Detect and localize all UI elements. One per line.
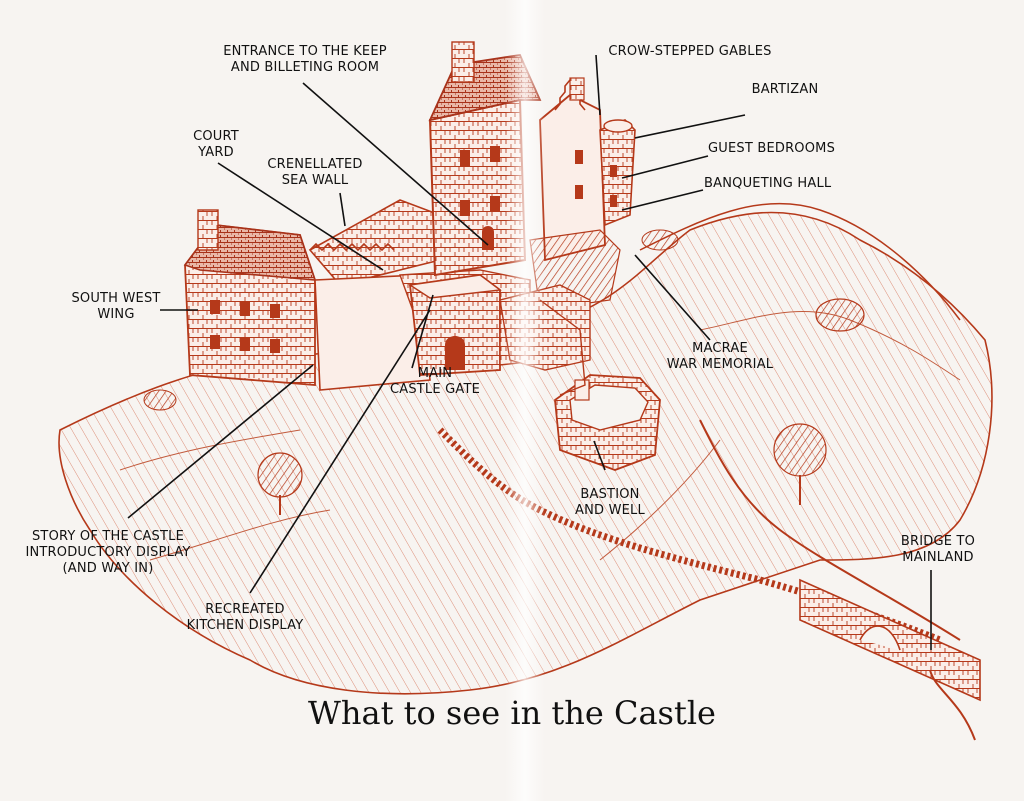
- label-kitchen: RECREATED KITCHEN DISPLAY: [186, 602, 304, 633]
- leader-guest-bedrooms: [621, 155, 709, 179]
- page-title: What to see in the Castle: [308, 694, 716, 732]
- leader-banqueting-hall: [621, 189, 704, 211]
- leader-court-yard: [217, 162, 384, 271]
- label-guest-bedrooms: GUEST BEDROOMS: [708, 141, 836, 156]
- label-bridge: BRIDGE TO MAINLAND: [900, 534, 976, 565]
- label-south-west-wing: SOUTH WEST WING: [71, 291, 161, 322]
- label-gables: CROW-STEPPED GABLES: [608, 44, 772, 59]
- label-court-yard: COURT YARD: [193, 129, 239, 160]
- leader-gables: [595, 54, 601, 116]
- leader-story: [127, 364, 314, 519]
- leader-bartizan: [634, 114, 746, 139]
- castle-keep: [428, 41, 542, 277]
- label-sea-wall: CRENELLATED SEA WALL: [267, 157, 363, 188]
- leader-kitchen: [249, 309, 431, 594]
- label-bartizan: BARTIZAN: [751, 82, 819, 97]
- leader-bastion: [593, 440, 606, 471]
- label-story: STORY OF THE CASTLE INTRODUCTORY DISPLAY…: [25, 529, 191, 576]
- east-tower: [529, 77, 636, 311]
- label-banqueting-hall: BANQUETING HALL: [704, 176, 832, 191]
- label-entrance: ENTRANCE TO THE KEEP AND BILLETING ROOM: [223, 44, 387, 75]
- label-main-gate: MAIN CASTLE GATE: [389, 366, 481, 397]
- bridge: [799, 578, 981, 741]
- leader-lines: [127, 54, 932, 650]
- south-west-wing: [183, 209, 317, 386]
- leader-main-gate: [411, 294, 434, 369]
- stone-path: [437, 419, 961, 644]
- leader-war-memorial: [634, 254, 711, 341]
- leader-entrance: [302, 82, 489, 246]
- leader-sea-wall: [339, 192, 346, 227]
- label-bastion: BASTION AND WELL: [575, 487, 645, 518]
- trees: [143, 229, 865, 515]
- bastion: [554, 374, 661, 471]
- label-war-memorial: MACRAE WAR MEMORIAL: [666, 341, 774, 372]
